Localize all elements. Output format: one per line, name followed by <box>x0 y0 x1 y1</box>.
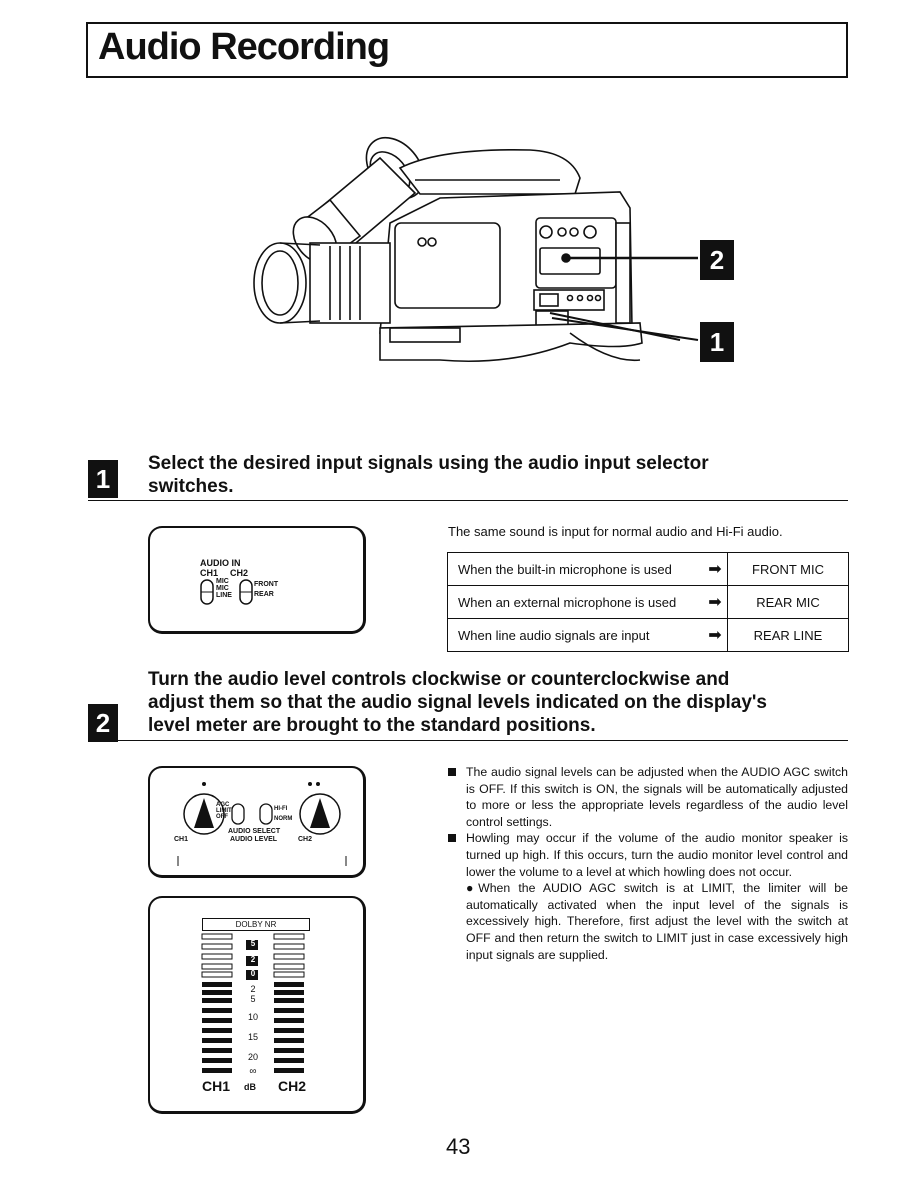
same-sound-note: The same sound is input for normal audio… <box>448 524 783 539</box>
note-item: The audio signal levels can be adjusted … <box>448 764 848 830</box>
scale-0: 0 <box>250 969 256 978</box>
scale-5-plus: 5 <box>250 939 256 948</box>
scale-infinity: ∞ <box>249 1066 257 1077</box>
square-bullet-icon <box>448 834 456 843</box>
dolby-nr-label: DOLBY NR <box>202 918 310 931</box>
table-row: When an external microphone is used ➡ RE… <box>447 585 849 619</box>
audio-in-ch1: CH1 <box>200 568 219 578</box>
audio-level-label: AUDIO LEVEL <box>230 836 278 843</box>
agc-labels: AGC LIMIT OFF <box>216 802 232 820</box>
audio-in-right-labels: FRONT REAR <box>254 581 279 598</box>
step-2-heading-line3: level meter are brought to the standard … <box>148 715 596 736</box>
square-bullet-icon <box>448 768 456 776</box>
meter-ch1-label: CH1 <box>202 1078 231 1094</box>
step-2-rule <box>88 740 848 741</box>
scale-minus-2: 2 <box>250 984 256 994</box>
notes: The audio signal levels can be adjusted … <box>448 764 848 963</box>
meter-ch2-label: CH2 <box>278 1078 307 1094</box>
note-item: Howling may occur if the volume of the a… <box>448 830 848 880</box>
table-cell-condition: When line audio signals are input <box>447 618 703 652</box>
level-ch2-label: CH2 <box>298 836 313 843</box>
level-knobs-icon <box>177 782 347 866</box>
meter-unit-label: dB <box>244 1082 256 1092</box>
callout-1: 1 <box>700 322 734 362</box>
table-cell-condition: When an external microphone is used <box>447 585 703 619</box>
scale-minus-10: 10 <box>247 1012 258 1022</box>
arrow-right-icon: ➡ <box>703 618 728 652</box>
audio-select-label: AUDIO SELECT <box>228 828 281 835</box>
audio-in-left-labels: MIC MIC LINE <box>216 578 232 599</box>
page-number: 43 <box>446 1134 471 1159</box>
table-cell-condition: When the built-in microphone is used <box>447 552 703 586</box>
signal-table: When the built-in microphone is used ➡ F… <box>447 552 849 652</box>
step-2-number: 2 <box>88 704 118 742</box>
step-1-rule <box>88 500 848 501</box>
table-cell-result: REAR LINE <box>727 618 849 652</box>
audio-in-ch2: CH2 <box>230 568 249 578</box>
level-meter-bars <box>201 933 305 1073</box>
level-ch1-label: CH1 <box>174 836 189 843</box>
scale-minus-5: 5 <box>250 994 256 1004</box>
hifi-labels: HI-FI NORM <box>274 806 293 822</box>
table-row: When line audio signals are input ➡ REAR… <box>447 618 849 652</box>
step-2-heading-line1: Turn the audio level controls clockwise … <box>148 669 730 690</box>
camcorder-illustration <box>253 136 699 362</box>
step-1-heading-line2: switches. <box>148 476 234 497</box>
table-cell-result: REAR MIC <box>727 585 849 619</box>
audio-in-switch-icon <box>200 579 253 605</box>
scale-2-plus: 2 <box>250 955 256 964</box>
arrow-right-icon: ➡ <box>703 552 728 586</box>
arrow-right-icon: ➡ <box>703 585 728 619</box>
table-cell-result: FRONT MIC <box>727 552 849 586</box>
step-1-heading-line1: Select the desired input signals using t… <box>148 453 709 474</box>
level-control-panel: AGC LIMIT OFF HI-FI NORM AUDIO SELECT CH… <box>148 766 366 878</box>
page-title: Audio Recording <box>98 26 390 68</box>
title-box: Audio Recording <box>86 22 848 78</box>
callout-2: 2 <box>700 240 734 280</box>
audio-in-panel: AUDIO IN CH1 CH2 MIC MIC LINE FRONT REAR <box>148 526 366 634</box>
step-2-heading: Turn the audio level controls clockwise … <box>148 668 858 737</box>
scale-minus-20: 20 <box>247 1052 258 1062</box>
step-2-heading-line2: adjust them so that the audio signal lev… <box>148 692 767 713</box>
step-1-heading: Select the desired input signals using t… <box>148 452 848 498</box>
scale-minus-15: 15 <box>247 1032 258 1042</box>
note-subitem: ●When the AUDIO AGC switch is at LIMIT, … <box>466 881 848 962</box>
table-row: When the built-in microphone is used ➡ F… <box>447 552 849 586</box>
audio-in-header: AUDIO IN <box>200 558 241 568</box>
level-meter-panel: DOLBY NR 5 2 0 2 5 10 15 20 ∞ <box>148 896 366 1114</box>
step-1-number: 1 <box>88 460 118 498</box>
